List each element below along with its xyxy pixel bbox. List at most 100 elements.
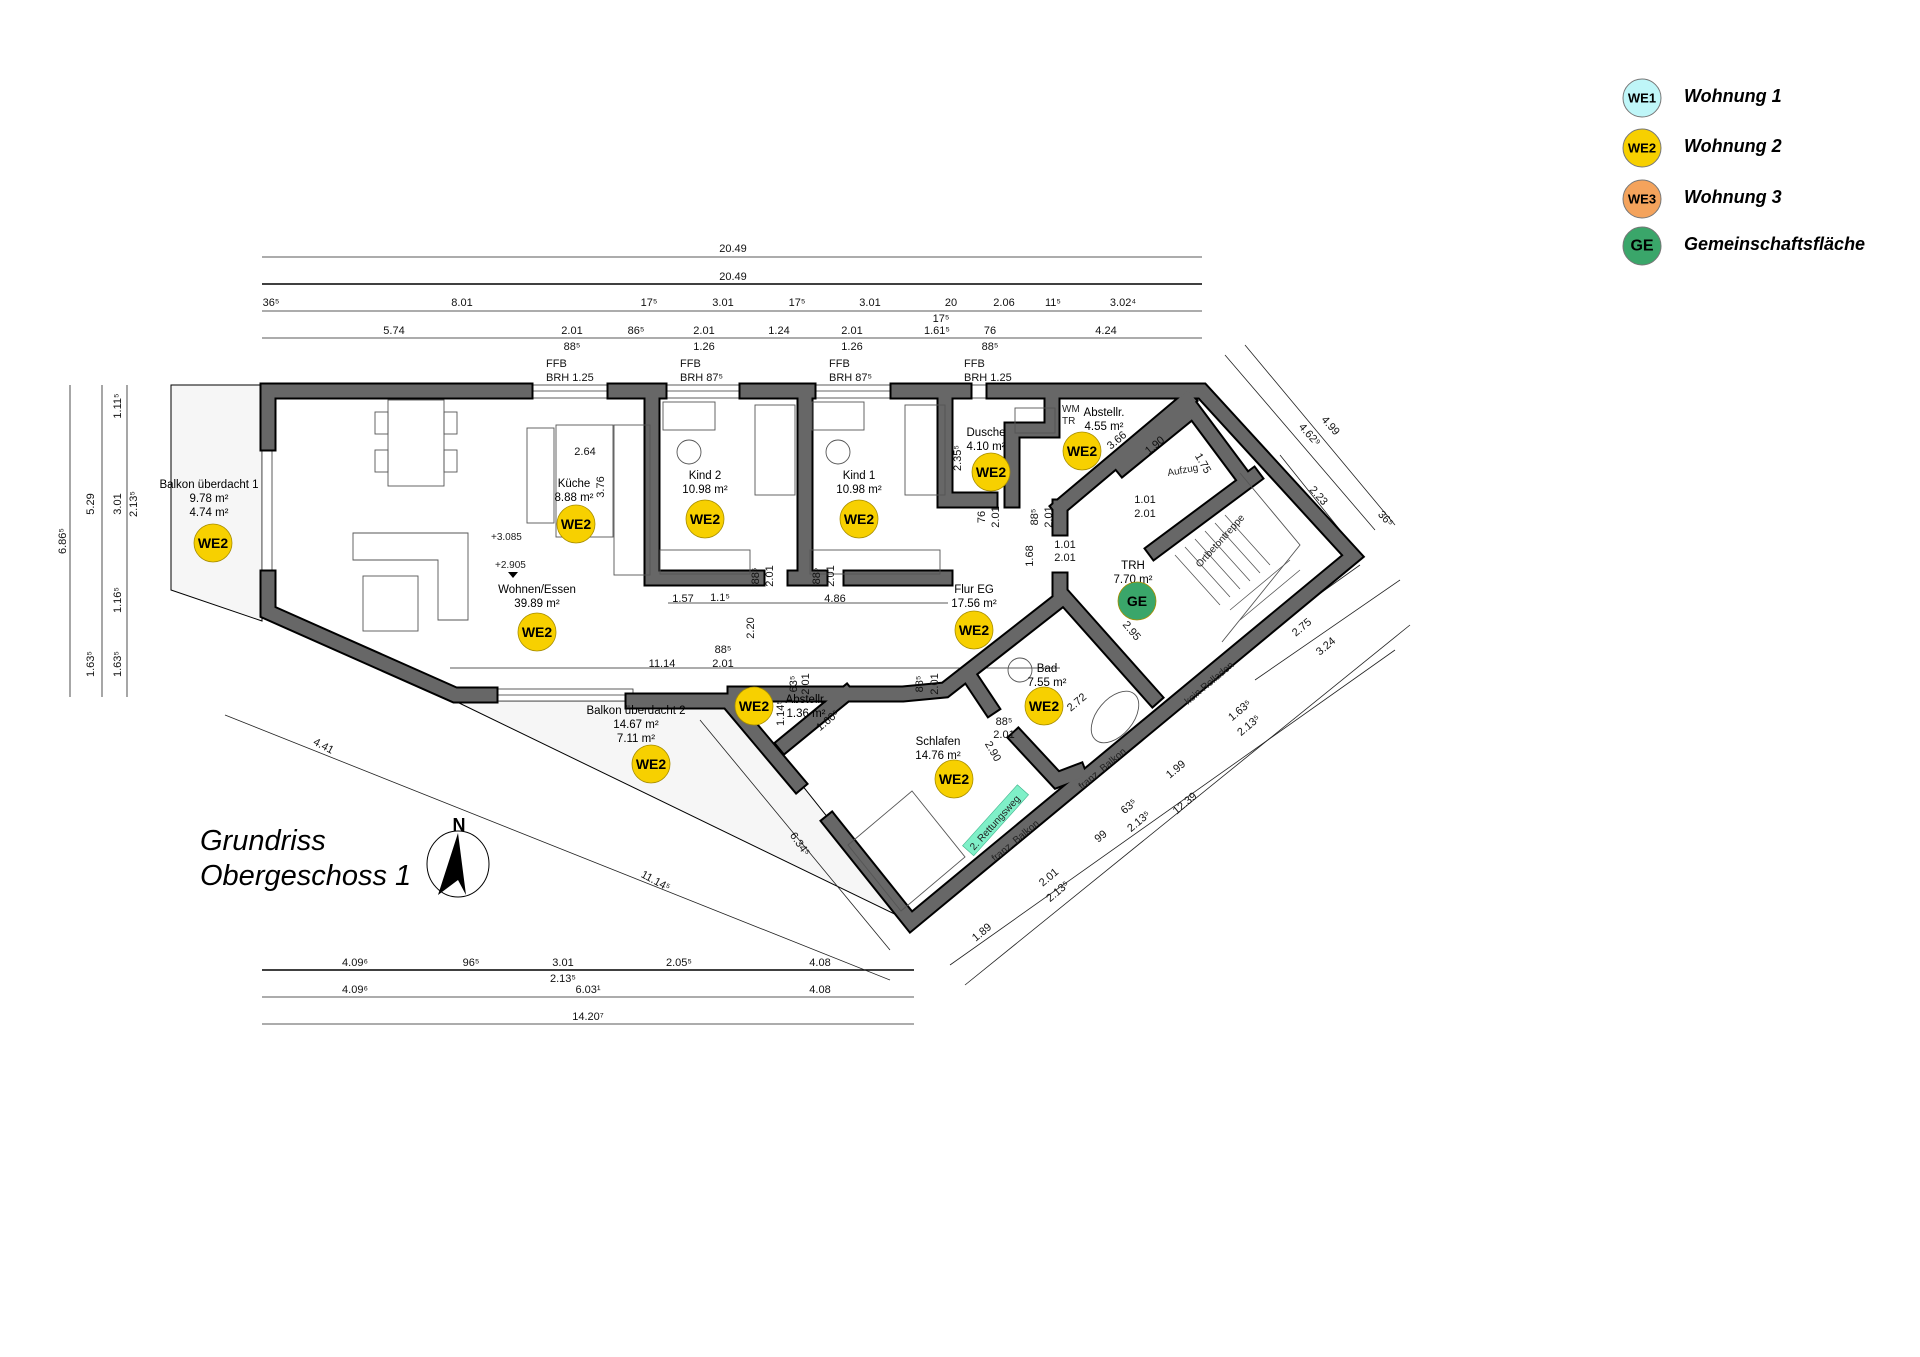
legend-badge-text: WE1	[1628, 91, 1656, 106]
unit-badge-text: WE2	[636, 756, 667, 772]
unit-badge-text: WE2	[976, 464, 1007, 480]
room-area: 39.89 m²	[514, 598, 560, 610]
dimension-label-top: 8.01	[451, 297, 472, 309]
sink	[1007, 657, 1033, 683]
dimension-label-top: 17⁵	[933, 313, 950, 325]
kitchen-counter	[526, 427, 555, 524]
dimension-label-top: 86⁵	[628, 325, 645, 337]
dimension-label-top: 3.01	[712, 297, 733, 309]
window-ffb-label: FFB	[680, 358, 701, 370]
dimension-label-top: 1.61⁵	[924, 325, 950, 337]
dimension-label-interior: 63⁵	[788, 676, 800, 693]
window-brh-label: BRH 1.25	[964, 372, 1012, 384]
unit-badge-icon	[685, 499, 725, 539]
legend-badge-icon	[1622, 78, 1662, 118]
unit-badge-icon	[193, 523, 233, 563]
dimension-label-top: 20.49	[719, 271, 747, 283]
room-name: Küche	[558, 478, 591, 490]
dimension-label-left: 3.01	[112, 493, 124, 514]
dimension-label-bottom: 2.05⁵	[666, 957, 692, 969]
dimension-label-left: 1.63⁵	[85, 651, 97, 677]
dimension-label-bottom: 96⁵	[463, 957, 480, 969]
unit-badge-text: WE2	[1029, 698, 1060, 714]
dimension-label-top: 1.24	[768, 325, 789, 337]
dimension-label-interior: 1.1⁵	[710, 592, 730, 604]
room-area: 9.78 m²	[190, 493, 229, 505]
room-area: 17.56 m²	[951, 598, 997, 610]
dimension-label-interior: 4.41	[311, 736, 336, 757]
stairs	[1174, 514, 1301, 621]
dimension-label-top: 76	[984, 325, 996, 337]
room: Dusche 4.10 m² WE2	[967, 427, 1011, 492]
furniture	[352, 399, 1301, 912]
dimension-label-interior: 2.95	[1120, 619, 1143, 643]
double-bed	[847, 790, 966, 912]
legend-item: GE Gemeinschaftsfläche	[1622, 226, 1865, 266]
unit-badge-icon	[1024, 686, 1064, 726]
dimension-label-interior: 2.01	[712, 658, 733, 670]
desk	[811, 401, 865, 431]
legend-badge-text: GE	[1630, 238, 1653, 255]
room-area: 10.98 m²	[682, 484, 728, 496]
dimension-label-interior: 2.01	[764, 565, 776, 586]
unit-badge-icon	[1117, 581, 1157, 621]
dimension-label-left: 1.63⁵	[112, 651, 124, 677]
legend-label: Wohnung 3	[1684, 187, 1782, 207]
dimension-label-top: 1.26	[693, 341, 714, 353]
dimension-label-bottom: 4.08	[809, 984, 830, 996]
room-name: Wohnen/Essen	[498, 584, 576, 596]
dimension-label-interior: 2.01	[993, 729, 1014, 741]
dimension-label-right: 4.99	[1319, 414, 1342, 438]
dimension-label-interior: 1.14⁵	[775, 700, 787, 726]
dimension-label-interior: 2.01	[800, 673, 812, 694]
dimension-label-interior: 2.01	[929, 673, 941, 694]
unit-badge-icon	[934, 759, 974, 799]
unit-badge-icon	[971, 452, 1011, 492]
dimension-label-interior: 1.01	[1054, 539, 1075, 551]
dimension-label-interior: 76	[976, 511, 988, 523]
unit-badge-icon	[734, 686, 774, 726]
windows	[261, 384, 995, 702]
dimension-label-bottom: 14.20⁷	[572, 1011, 604, 1023]
legend-badge-icon	[1622, 128, 1662, 168]
dimension-label-interior: 2.01	[825, 565, 837, 586]
dimension-label-top: 3.02⁴	[1110, 297, 1136, 309]
dimension-label-top: 1.26	[841, 341, 862, 353]
room-name: Dusche	[967, 427, 1006, 439]
dimension-label-interior: 3.76	[595, 476, 607, 497]
bathtub	[1090, 690, 1140, 744]
dimension-label-top: 2.01	[561, 325, 582, 337]
coffee-table	[362, 575, 419, 632]
window-ffb-label: FFB	[546, 358, 567, 370]
unit-badge-text: WE2	[561, 516, 592, 532]
unit-badge-text: WE2	[844, 511, 875, 527]
dimension-label-top: 2.06	[993, 297, 1014, 309]
dimension-label-top: 36⁵	[263, 297, 280, 309]
room-area: 4.10 m²	[967, 441, 1006, 453]
room-name: Kind 1	[843, 470, 876, 482]
dimension-label-top: 88⁵	[564, 341, 581, 353]
room-area: 14.76 m²	[915, 750, 961, 762]
room-area: 10.98 m²	[836, 484, 882, 496]
dimension-label-interior: 4.86	[824, 593, 845, 605]
legend-label: Gemeinschaftsfläche	[1684, 234, 1865, 254]
dimension-label-interior: 88⁵	[715, 644, 732, 656]
bed	[754, 404, 796, 496]
dimension-label-right: 1.89	[970, 921, 994, 944]
wm-label: WM	[1062, 404, 1080, 415]
dimension-label-bottom: 4.08	[809, 957, 830, 969]
dimension-label-left: 1.11⁵	[112, 393, 124, 418]
dimension-label-top: 20.49	[719, 243, 747, 255]
plan-title-line1: Grundriss	[200, 825, 326, 857]
dimension-label-top: 5.74	[383, 325, 404, 337]
dimension-label-left: 6.86⁵	[57, 528, 69, 554]
